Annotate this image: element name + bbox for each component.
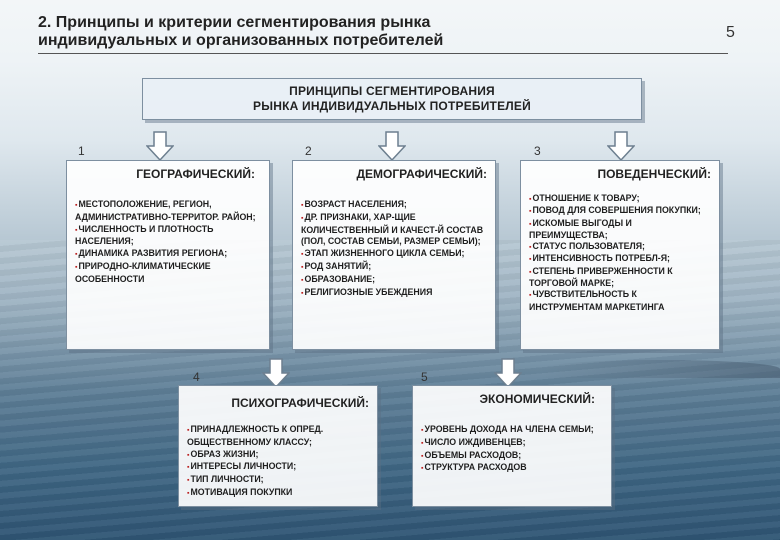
list-item: ▪СТАТУС ПОЛЬЗОВАТЕЛЯ; xyxy=(529,241,645,252)
list-item: ▪ИСКОМЫЕ ВЫГОДЫ И ПРЕИМУЩЕСТВА; xyxy=(529,217,632,240)
geographic-items: ▪МЕСТОПОЛОЖЕНИЕ, РЕГИОН, АДМИНИСТРАТИВНО… xyxy=(75,199,261,286)
list-item: ▪ОТНОШЕНИЕ К ТОВАРУ; xyxy=(529,193,640,203)
psychographic-items: ▪ПРИНАДЛЕЖНОСТЬ К ОПРЕД. ОБЩЕСТВЕННОМУ К… xyxy=(187,424,369,500)
list-item: ▪ИНТЕРЕСЫ ЛИЧНОСТИ; xyxy=(187,461,297,472)
list-item: ▪ИНТЕНСИВНОСТЬ ПОТРЕБЛ-Я; xyxy=(529,253,670,264)
list-item: ▪ЧИСЛО ИЖДИВЕНЦЕВ; xyxy=(421,436,526,447)
slide-title-line2: индивидуальных и организованных потребит… xyxy=(38,32,444,49)
down-arrow-icon xyxy=(378,131,406,161)
category-number-5: 5 xyxy=(421,370,428,384)
down-arrow-icon xyxy=(146,131,174,161)
list-item: ▪РЕЛИГИОЗНЫЕ УБЕЖДЕНИЯ xyxy=(301,286,433,297)
list-item: ▪ПРИНАДЛЕЖНОСТЬ К ОПРЕД. ОБЩЕСТВЕННОМУ К… xyxy=(187,424,324,447)
demographic-title: ДЕМОГРАФИЧЕСКИЙ: xyxy=(356,167,487,181)
shore-silhouette xyxy=(540,360,780,378)
list-item: ▪МЕСТОПОЛОЖЕНИЕ, РЕГИОН, АДМИНИСТРАТИВНО… xyxy=(75,199,256,222)
category-number-4: 4 xyxy=(193,370,200,384)
list-item: ▪ОБЪЕМЫ РАСХОДОВ; xyxy=(421,449,522,460)
economic-items: ▪УРОВЕНЬ ДОХОДА НА ЧЛЕНА СЕМЬИ; ▪ЧИСЛО И… xyxy=(421,424,603,475)
list-item: ▪ОБРАЗОВАНИЕ; xyxy=(301,273,376,284)
list-item: ▪СТРУКТУРА РАСХОДОВ xyxy=(421,462,527,473)
geographic-box: ГЕОГРАФИЧЕСКИЙ: ▪МЕСТОПОЛОЖЕНИЕ, РЕГИОН,… xyxy=(66,160,270,350)
down-arrow-icon xyxy=(607,131,635,161)
demographic-items: ▪ВОЗРАСТ НАСЕЛЕНИЯ; ▪ДР. ПРИЗНАКИ, ХАР-Щ… xyxy=(301,199,487,299)
demographic-box: ДЕМОГРАФИЧЕСКИЙ: ▪ВОЗРАСТ НАСЕЛЕНИЯ; ▪ДР… xyxy=(292,160,496,350)
behavioral-box: ПОВЕДЕНЧЕСКИЙ: ▪ОТНОШЕНИЕ К ТОВАРУ; ▪ПОВ… xyxy=(520,160,720,350)
economic-box: ЭКОНОМИЧЕСКИЙ: ▪УРОВЕНЬ ДОХОДА НА ЧЛЕНА … xyxy=(412,385,612,507)
list-item: ▪УРОВЕНЬ ДОХОДА НА ЧЛЕНА СЕМЬИ; xyxy=(421,424,594,434)
list-item: ▪ЧУВСТВИТЕЛЬНОСТЬ К ИНСТРУМЕНТАМ МАРКЕТИ… xyxy=(529,289,665,312)
list-item: ▪ОБРАЗ ЖИЗНИ; xyxy=(187,448,259,459)
category-number-3: 3 xyxy=(534,144,541,158)
behavioral-title: ПОВЕДЕНЧЕСКИЙ: xyxy=(597,167,711,181)
principles-header-box: ПРИНЦИПЫ СЕГМЕНТИРОВАНИЯ РЫНКА ИНДИВИДУА… xyxy=(142,78,642,120)
list-item: ▪ЧИСЛЕННОСТЬ И ПЛОТНОСТЬ НАСЕЛЕНИЯ; xyxy=(75,223,214,247)
list-item: ▪ДИНАМИКА РАЗВИТИЯ РЕГИОНА; xyxy=(75,248,228,259)
list-item: ▪РОД ЗАНЯТИЙ; xyxy=(301,260,372,271)
down-arrow-icon xyxy=(262,358,290,388)
category-number-2: 2 xyxy=(305,144,312,158)
slide-title-line1: 2. Принципы и критерии сегментирования р… xyxy=(38,14,431,31)
list-item: ▪ПОВОД ДЛЯ СОВЕРШЕНИЯ ПОКУПКИ; xyxy=(529,205,701,216)
list-item: ▪СТЕПЕНЬ ПРИВЕРЖЕННОСТИ К ТОРГОВОЙ МАРКЕ… xyxy=(529,265,673,289)
page-number: 5 xyxy=(726,24,735,41)
list-item: ▪ВОЗРАСТ НАСЕЛЕНИЯ; xyxy=(301,199,407,209)
list-item: ▪МОТИВАЦИЯ ПОКУПКИ xyxy=(187,486,293,497)
geographic-title: ГЕОГРАФИЧЕСКИЙ: xyxy=(136,167,255,181)
down-arrow-icon xyxy=(494,358,522,388)
economic-title: ЭКОНОМИЧЕСКИЙ: xyxy=(479,392,596,406)
category-number-1: 1 xyxy=(78,144,85,158)
psychographic-title: ПСИХОГРАФИЧЕСКИЙ: xyxy=(231,396,369,410)
header-line1: ПРИНЦИПЫ СЕГМЕНТИРОВАНИЯ xyxy=(289,84,495,98)
behavioral-items: ▪ОТНОШЕНИЕ К ТОВАРУ; ▪ПОВОД ДЛЯ СОВЕРШЕН… xyxy=(529,193,711,313)
header-line2: РЫНКА ИНДИВИДУАЛЬНЫХ ПОТРЕБИТЕЛЕЙ xyxy=(253,99,531,113)
list-item: ▪ДР. ПРИЗНАКИ, ХАР-ЩИЕ КОЛИЧЕСТВЕННЫЙ И … xyxy=(301,211,484,247)
list-item: ▪ПРИРОДНО-КЛИМАТИЧЕСКИЕ ОСОБЕННОСТИ xyxy=(75,260,211,284)
slide-title: 2. Принципы и критерии сегментирования р… xyxy=(38,14,728,54)
list-item: ▪ЭТАП ЖИЗНЕННОГО ЦИКЛА СЕМЬИ; xyxy=(301,248,465,259)
psychographic-box: ПСИХОГРАФИЧЕСКИЙ: ▪ПРИНАДЛЕЖНОСТЬ К ОПРЕ… xyxy=(178,385,378,507)
list-item: ▪ТИП ЛИЧНОСТИ; xyxy=(187,474,264,485)
